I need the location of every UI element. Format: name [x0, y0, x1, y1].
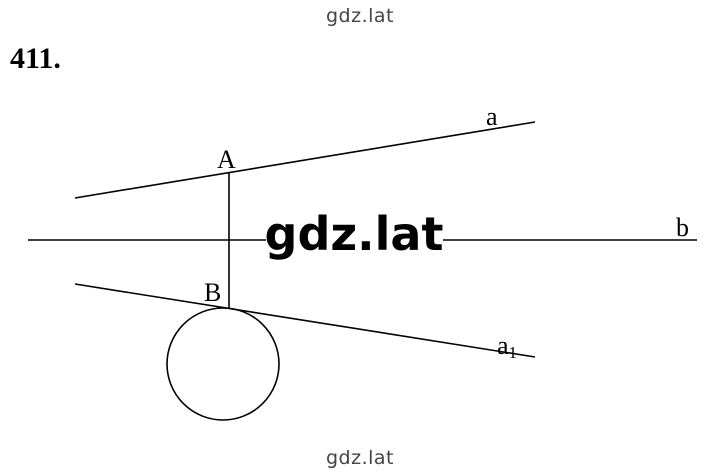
- label-line-a: a: [486, 102, 498, 131]
- label-line-b: b: [676, 213, 689, 242]
- watermark-top: gdz.lat: [325, 5, 394, 27]
- watermark-bottom: gdz.lat: [325, 447, 394, 469]
- label-line-a1-main: a: [497, 331, 509, 360]
- watermark-center: gdz.lat: [265, 207, 444, 261]
- label-line-a1: a1: [497, 331, 517, 362]
- circle: [166, 307, 280, 421]
- line-a: [74, 121, 536, 199]
- label-line-a1-sub: 1: [509, 343, 518, 362]
- label-point-a: A: [217, 145, 236, 174]
- problem-number: 411.: [10, 42, 61, 75]
- label-point-b: B: [204, 278, 221, 307]
- line-a1: [74, 283, 536, 358]
